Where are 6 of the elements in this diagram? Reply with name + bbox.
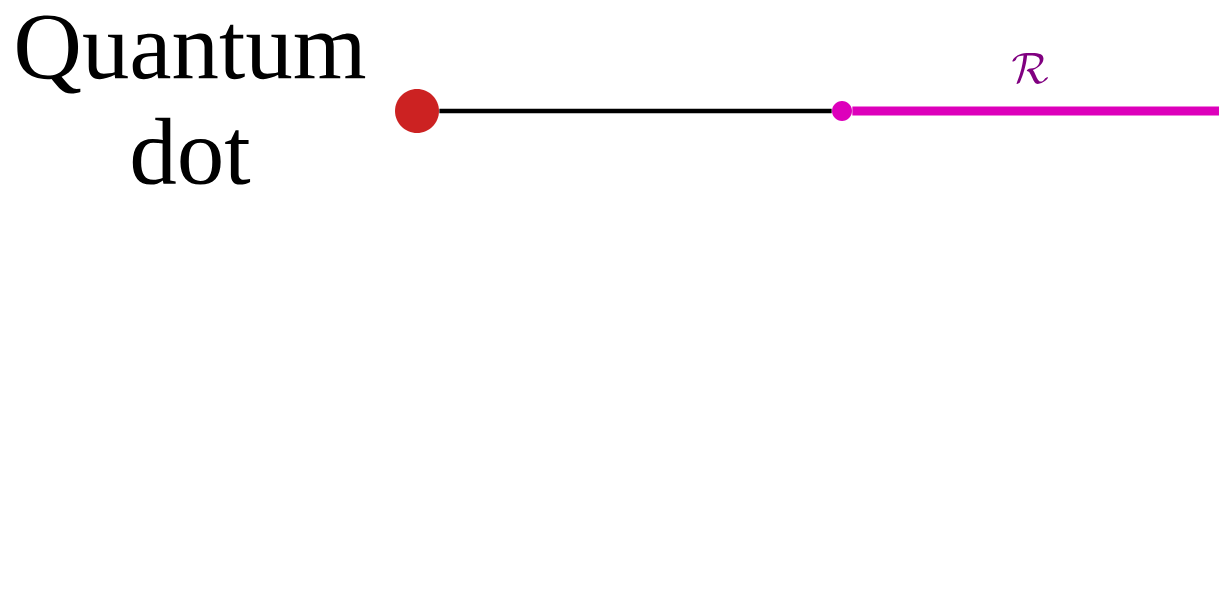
dot-label: Quantum dot (17, 15, 366, 185)
edge-label: $\mathcal{R}$ (1012, 53, 1049, 84)
connector-line (439, 108, 832, 114)
dot (395, 89, 439, 133)
connector-line (852, 106, 1219, 116)
dot (832, 101, 852, 121)
